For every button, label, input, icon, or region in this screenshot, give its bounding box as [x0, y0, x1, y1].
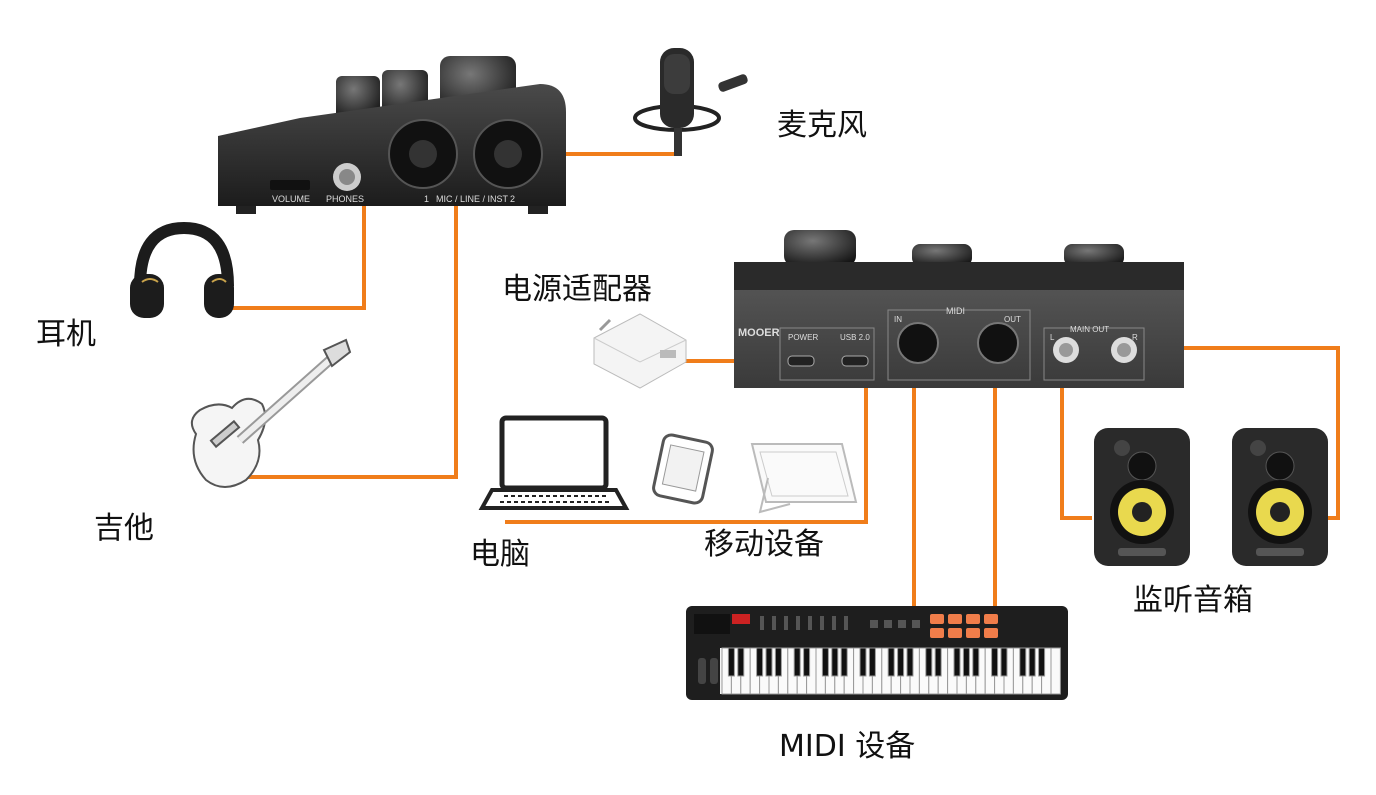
black-key	[727, 647, 735, 677]
audio-interface-front: VOLUME PHONES 1 MIC / LINE / INST 2	[218, 56, 566, 214]
black-key	[737, 647, 745, 677]
midi-keyboard-icon	[686, 606, 1068, 700]
microphone-icon	[633, 48, 748, 156]
guitar-icon	[190, 338, 352, 488]
black-key	[831, 647, 839, 677]
knob-icon	[912, 244, 972, 266]
laptop-icon	[478, 415, 630, 510]
black-key	[1019, 647, 1027, 677]
label-midi-device: MIDI 设备	[779, 729, 916, 764]
black-key	[1000, 647, 1008, 677]
cable-headphones	[214, 178, 366, 310]
black-key	[972, 647, 980, 677]
input-label: MIC / LINE / INST	[436, 194, 509, 204]
black-key	[756, 647, 764, 677]
power-port-label: POWER	[788, 333, 818, 342]
black-key	[953, 647, 961, 677]
black-key	[765, 647, 773, 677]
black-key	[868, 647, 876, 677]
monitor-speaker-left-icon	[1094, 428, 1190, 566]
audio-interface-rear: MOOER POWER USB 2.0 MIDI IN OUT MAIN OUT…	[734, 230, 1184, 388]
black-key	[897, 647, 905, 677]
volume-label: VOLUME	[272, 194, 310, 204]
knob-icon	[1064, 244, 1124, 266]
midi-out-label: OUT	[1004, 315, 1021, 324]
brand-logo: MOOER	[738, 327, 780, 339]
main-out-r-label: R	[1132, 333, 1138, 342]
phone-icon	[652, 433, 714, 505]
black-key	[887, 647, 895, 677]
black-key	[934, 647, 942, 677]
monitor-speaker-right-icon	[1232, 428, 1328, 566]
black-key	[925, 647, 933, 677]
white-key	[1050, 647, 1061, 695]
black-key	[991, 647, 999, 677]
black-key	[859, 647, 867, 677]
input-2-label: 2	[510, 194, 515, 204]
power-adapter-icon	[593, 313, 687, 389]
usb-port-label: USB 2.0	[840, 333, 870, 342]
cable-usb	[505, 372, 868, 524]
midi-in-label: IN	[894, 315, 902, 324]
main-out-l-label: L	[1050, 333, 1055, 342]
black-key	[793, 647, 801, 677]
label-headphones: 耳机	[36, 317, 96, 352]
black-key	[1038, 647, 1046, 677]
phones-label: PHONES	[326, 194, 364, 204]
headphones-icon	[130, 221, 234, 318]
main-out-label: MAIN OUT	[1070, 325, 1109, 334]
black-key	[906, 647, 914, 677]
black-key	[821, 647, 829, 677]
label-mobile-devices: 移动设备	[704, 527, 824, 562]
midi-label: MIDI	[946, 306, 965, 316]
label-computer: 电脑	[470, 537, 530, 572]
knob-icon	[784, 230, 856, 266]
tablet-icon	[750, 443, 858, 514]
black-key	[962, 647, 970, 677]
label-microphone: 麦克风	[777, 108, 867, 143]
black-key	[774, 647, 782, 677]
black-key	[840, 647, 848, 677]
label-monitor-speakers: 监听音箱	[1133, 583, 1253, 618]
cable-main-out-l	[1060, 352, 1092, 520]
black-key	[1028, 647, 1036, 677]
input-1-label: 1	[424, 194, 429, 204]
label-power-adapter: 电源适配器	[502, 272, 652, 307]
cable-guitar	[226, 154, 458, 479]
black-key	[803, 647, 811, 677]
label-guitar: 吉他	[94, 511, 154, 546]
